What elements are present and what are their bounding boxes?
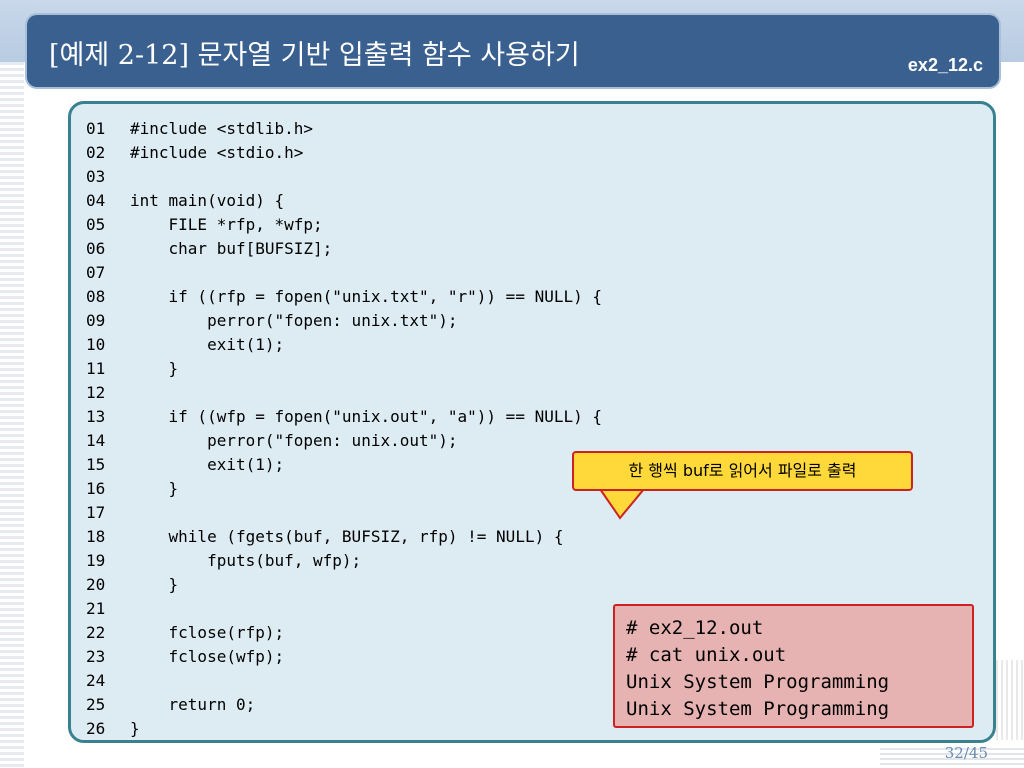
output-line: Unix System Programming: [626, 698, 890, 720]
page-number: 32/45: [944, 744, 988, 762]
code-line: 07: [86, 261, 602, 285]
code-line: 02 #include <stdio.h>: [86, 141, 602, 165]
line-number: 24: [86, 671, 106, 690]
line-number: 15: [86, 455, 106, 474]
code-text: perror("fopen: unix.txt");: [130, 311, 458, 330]
line-number: 07: [86, 263, 106, 282]
code-text: while (fgets(buf, BUFSIZ, rfp) != NULL) …: [130, 527, 564, 546]
code-line: 15 exit(1);: [86, 453, 602, 477]
code-text: exit(1);: [130, 335, 285, 354]
output-line: Unix System Programming: [626, 671, 890, 693]
left-decorative-stripes: [0, 62, 24, 768]
code-text: char buf[BUFSIZ];: [130, 239, 333, 258]
code-line: 25 return 0;: [86, 693, 602, 717]
line-number: 25: [86, 695, 106, 714]
line-number: 20: [86, 575, 106, 594]
output-line: # ex2_12.out: [626, 617, 764, 639]
code-text: #include <stdlib.h>: [130, 119, 314, 138]
line-number: 19: [86, 551, 106, 570]
code-listing: 01 #include <stdlib.h> 02 #include <stdio.h…: [86, 117, 602, 741]
line-number: 23: [86, 647, 106, 666]
code-text: fclose(wfp);: [130, 647, 285, 666]
line-number: 18: [86, 527, 106, 546]
output-line: # cat unix.out: [626, 644, 787, 666]
code-text: }: [130, 719, 140, 738]
code-line: 18 while (fgets(buf, BUFSIZ, rfp) != NUL…: [86, 525, 602, 549]
line-number: 14: [86, 431, 106, 450]
code-text: exit(1);: [130, 455, 285, 474]
code-text: return 0;: [130, 695, 256, 714]
code-line: 01 #include <stdlib.h>: [86, 117, 602, 141]
code-line: 06 char buf[BUFSIZ];: [86, 237, 602, 261]
code-line: 21: [86, 597, 602, 621]
title-bar: [예제 2-12] 문자열 기반 입출력 함수 사용하기 ex2_12.c: [27, 15, 999, 87]
line-number: 12: [86, 383, 106, 402]
line-number: 17: [86, 503, 106, 522]
line-number: 03: [86, 167, 106, 186]
line-number: 09: [86, 311, 106, 330]
slide-title: [예제 2-12] 문자열 기반 입출력 함수 사용하기: [49, 40, 580, 71]
code-line: 19 fputs(buf, wfp);: [86, 549, 602, 573]
code-text: if ((rfp = fopen("unix.txt", "r")) == NU…: [130, 287, 603, 306]
code-text: int main(void) {: [130, 191, 285, 210]
code-text: fclose(rfp);: [130, 623, 285, 642]
code-line: 24: [86, 669, 602, 693]
code-text: }: [130, 575, 179, 594]
code-text: fputs(buf, wfp);: [130, 551, 362, 570]
code-text: }: [130, 359, 179, 378]
line-number: 13: [86, 407, 106, 426]
line-number: 01: [86, 119, 106, 138]
line-number: 08: [86, 287, 106, 306]
code-line: 14 perror("fopen: unix.out");: [86, 429, 602, 453]
line-number: 10: [86, 335, 106, 354]
code-line: 17: [86, 501, 602, 525]
code-line: 16 }: [86, 477, 602, 501]
line-number: 22: [86, 623, 106, 642]
line-number: 02: [86, 143, 106, 162]
code-line: 10 exit(1);: [86, 333, 602, 357]
line-number: 06: [86, 239, 106, 258]
callout-note: 한 행씩 buf로 읽어서 파일로 출력: [572, 451, 913, 491]
line-number: 21: [86, 599, 106, 618]
code-line: 20 }: [86, 573, 602, 597]
code-line: 09 perror("fopen: unix.txt");: [86, 309, 602, 333]
code-line: 12: [86, 381, 602, 405]
line-number: 26: [86, 719, 106, 738]
code-line: 13 if ((wfp = fopen("unix.out", "a")) ==…: [86, 405, 602, 429]
line-number: 16: [86, 479, 106, 498]
code-text: perror("fopen: unix.out");: [130, 431, 458, 450]
code-line: 03: [86, 165, 602, 189]
file-name-label: ex2_12.c: [907, 55, 983, 75]
line-number: 05: [86, 215, 106, 234]
code-text: }: [130, 479, 179, 498]
code-line: 08 if ((rfp = fopen("unix.txt", "r")) ==…: [86, 285, 602, 309]
code-line: 26}: [86, 717, 602, 741]
corner-decoration: [996, 660, 1024, 740]
code-line: 23 fclose(wfp);: [86, 645, 602, 669]
code-text: if ((wfp = fopen("unix.out", "a")) == NU…: [130, 407, 603, 426]
code-text: FILE *rfp, *wfp;: [130, 215, 323, 234]
bottom-decorative-stripes: [880, 748, 1024, 768]
line-number: 04: [86, 191, 106, 210]
code-text: #include <stdio.h>: [130, 143, 304, 162]
code-line: 05 FILE *rfp, *wfp;: [86, 213, 602, 237]
code-line: 22 fclose(rfp);: [86, 621, 602, 645]
line-number: 11: [86, 359, 106, 378]
code-line: 11 }: [86, 357, 602, 381]
code-line: 04 int main(void) {: [86, 189, 602, 213]
